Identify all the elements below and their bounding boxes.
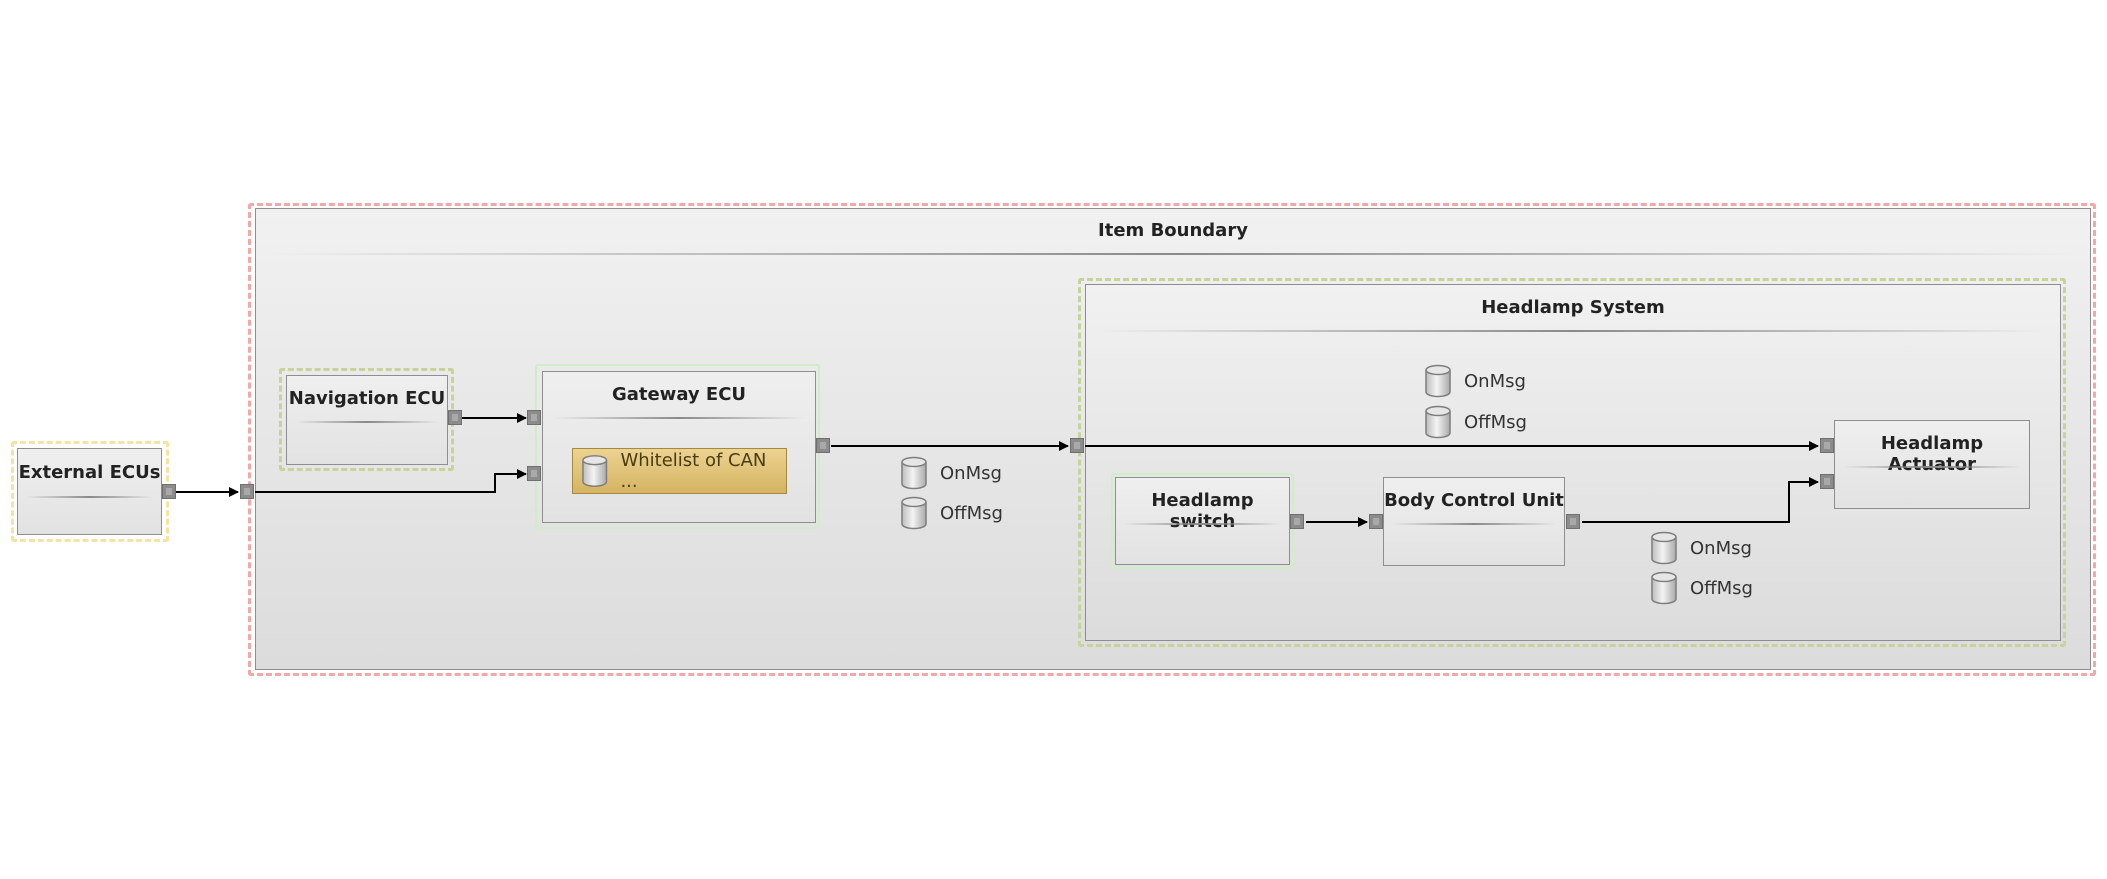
port-icon[interactable] [1566, 514, 1580, 529]
port-icon[interactable] [1369, 514, 1383, 529]
message-onmsg-gateway: OnMsg [900, 456, 1002, 490]
gateway-ecu-separator [553, 417, 805, 419]
headlamp-system-title: Headlamp System [1481, 297, 1665, 318]
external-ecus-separator [26, 496, 153, 498]
message-label: OnMsg [1690, 537, 1752, 559]
body-control-unit-title: Body Control Unit [1384, 490, 1564, 511]
navigation-ecu-block[interactable]: Navigation ECU [286, 375, 448, 465]
headlamp-system-frame [1078, 278, 2066, 647]
gateway-ecu-block[interactable]: Gateway ECU Whitelist of CAN ... [542, 371, 816, 523]
external-ecus-title: External ECUs [18, 462, 161, 483]
message-onmsg-bcu: OnMsg [1650, 531, 1752, 565]
port-icon[interactable] [448, 410, 462, 425]
headlamp-system-separator [1100, 330, 2046, 332]
cylinder-database-icon [1650, 571, 1678, 605]
item-boundary-title: Item Boundary [1098, 220, 1248, 241]
message-onmsg-actuator: OnMsg [1424, 364, 1526, 398]
item-boundary-separator [270, 253, 2076, 255]
port-icon[interactable] [162, 484, 176, 499]
body-control-unit-separator [1392, 523, 1556, 525]
port-icon[interactable] [816, 438, 830, 453]
gateway-ecu-title: Gateway ECU [611, 384, 747, 405]
headlamp-switch-separator [1124, 523, 1281, 525]
port-icon[interactable] [1070, 438, 1084, 453]
message-offmsg-actuator: OffMsg [1424, 405, 1527, 439]
port-icon[interactable] [527, 466, 541, 481]
headlamp-actuator-block[interactable]: Headlamp Actuator [1834, 420, 2030, 509]
whitelist-data-store[interactable]: Whitelist of CAN ... [572, 448, 787, 494]
message-offmsg-gateway: OffMsg [900, 496, 1003, 530]
cylinder-database-icon [1424, 364, 1452, 398]
message-label: OffMsg [1464, 411, 1527, 433]
port-icon[interactable] [240, 484, 254, 499]
headlamp-actuator-title: Headlamp Actuator [1880, 433, 1984, 475]
headlamp-actuator-separator [1843, 466, 2021, 468]
message-label: OffMsg [1690, 577, 1753, 599]
port-icon[interactable] [527, 410, 541, 425]
item-boundary-frame [248, 203, 2096, 676]
navigation-ecu-separator [295, 421, 439, 423]
whitelist-label: Whitelist of CAN ... [620, 450, 767, 492]
headlamp-switch-title: Headlamp switch [1151, 490, 1254, 532]
headlamp-switch-block[interactable]: Headlamp switch [1115, 477, 1290, 565]
navigation-ecu-title: Navigation ECU [288, 388, 446, 409]
message-offmsg-bcu: OffMsg [1650, 571, 1753, 605]
message-label: OnMsg [1464, 370, 1526, 392]
port-icon[interactable] [1290, 514, 1304, 529]
port-icon[interactable] [1820, 438, 1834, 453]
cylinder-database-icon [900, 456, 928, 490]
message-label: OffMsg [940, 502, 1003, 524]
cylinder-database-icon [581, 454, 608, 488]
external-ecus-block[interactable]: External ECUs [17, 448, 162, 535]
cylinder-database-icon [900, 496, 928, 530]
body-control-unit-block[interactable]: Body Control Unit [1383, 477, 1565, 566]
message-label: OnMsg [940, 462, 1002, 484]
port-icon[interactable] [1820, 474, 1834, 489]
cylinder-database-icon [1650, 531, 1678, 565]
cylinder-database-icon [1424, 405, 1452, 439]
